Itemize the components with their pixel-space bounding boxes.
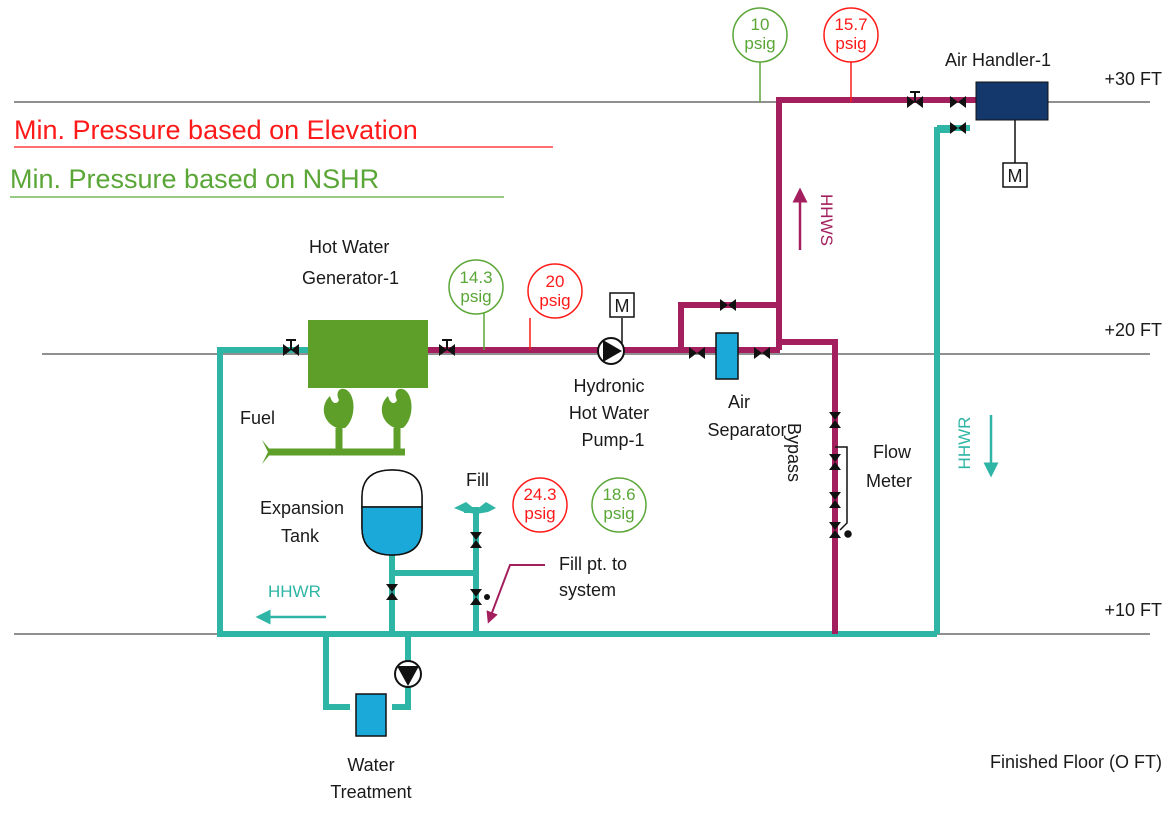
gauge-unit: psig [524, 504, 555, 523]
fill-point-label-line2: system [559, 580, 616, 600]
gauge-mid-nshr: 14.3 psig [448, 259, 504, 315]
flow-meter-label-line2: Meter [866, 471, 912, 491]
valve-bypass-3 [829, 492, 841, 508]
gauge-value: 20 [546, 272, 565, 291]
gauge-value: 14.3 [459, 268, 492, 287]
air-separator-label-line2: Separator [707, 420, 786, 440]
flow-meter-label-line1: Flow [873, 442, 912, 462]
treatment-pump [394, 660, 422, 688]
water-treatment-label-line1: Water [347, 755, 394, 775]
air-handler-motor-label: M [1008, 166, 1023, 186]
pump-label-line1: Hydronic [573, 376, 644, 396]
air-separator [715, 332, 739, 380]
elevation-label-20ft: +20 FT [1104, 320, 1162, 340]
gauge-value: 24.3 [523, 485, 556, 504]
bypass-label: Bypass [784, 423, 804, 482]
valve-bypass-1 [829, 412, 841, 428]
valve-fill-pt [470, 589, 482, 605]
generator-label-line2: Generator-1 [302, 268, 399, 288]
fill-connection-icon [454, 502, 496, 514]
gauge-fill-nshr: 18.6 psig [591, 477, 647, 533]
legend-elevation: Min. Pressure based on Elevation [14, 115, 418, 145]
gauge-unit: psig [460, 287, 491, 306]
valve-ah-supply-1 [906, 91, 924, 109]
hhwr-bottom-label: HHWR [268, 582, 321, 601]
gauge-fill-elev: 24.3 psig [512, 477, 568, 533]
generator-label-line1: Hot Water [309, 237, 389, 257]
valve-fill [470, 532, 482, 548]
valve-airsep-bypass [720, 299, 736, 311]
gauge-value: 15.7 [834, 15, 867, 34]
fuel-label: Fuel [240, 408, 275, 428]
pump-label-line2: Hot Water [569, 403, 649, 423]
hydronic-pump [597, 337, 625, 365]
water-treatment-label-line2: Treatment [330, 782, 411, 802]
gauge-unit: psig [603, 504, 634, 523]
air-separator-label-line1: Air [728, 392, 750, 412]
valve-bypass-2 [829, 454, 841, 470]
fill-pt-valve-handle [484, 594, 490, 600]
expansion-tank-label-line2: Tank [281, 526, 320, 546]
elevation-label-30ft: +30 FT [1104, 69, 1162, 89]
gauge-connectors [483, 61, 1016, 350]
pump-motor-box [609, 292, 635, 318]
elevation-label-10ft: +10 FT [1104, 600, 1162, 620]
fuel-burner-icon [262, 388, 412, 464]
hot-water-generator [308, 320, 428, 388]
gauge-top-elev: 15.7 psig [823, 7, 879, 63]
gauge-top-nshr: 10 psig [732, 7, 788, 63]
water-treatment [355, 693, 387, 737]
elevation-label-floor: Finished Floor (O FT) [990, 752, 1162, 772]
gauge-unit: psig [835, 34, 866, 53]
gauge-mid-elev: 20 psig [527, 263, 583, 319]
gauge-value: 10 [751, 15, 770, 34]
pump-motor-label: M [615, 296, 630, 316]
fuel-piping [268, 428, 405, 456]
flow-meter-symbol [835, 446, 852, 538]
air-handler-motor-box [1002, 162, 1028, 188]
valve-expansion [386, 584, 398, 600]
expansion-tank-label-line1: Expansion [260, 498, 344, 518]
supply-piping [428, 97, 976, 634]
gauge-value: 18.6 [602, 485, 635, 504]
air-handler-label: Air Handler-1 [945, 50, 1051, 70]
valve-ah-return [950, 122, 966, 134]
air-handler [975, 81, 1049, 121]
hhwr-vertical-label: HHWR [955, 417, 974, 470]
fill-label: Fill [466, 470, 489, 490]
gauge-unit: psig [539, 291, 570, 310]
pump-label-line3: Pump-1 [581, 430, 644, 450]
fill-point-label-line1: Fill pt. to [559, 554, 627, 574]
legend-nshr: Min. Pressure based on NSHR [10, 164, 379, 194]
fill-point-pointer-icon [486, 564, 545, 624]
valve-bypass-4 [829, 522, 841, 538]
gauge-unit: psig [744, 34, 775, 53]
hhws-label: HHWS [817, 194, 836, 246]
